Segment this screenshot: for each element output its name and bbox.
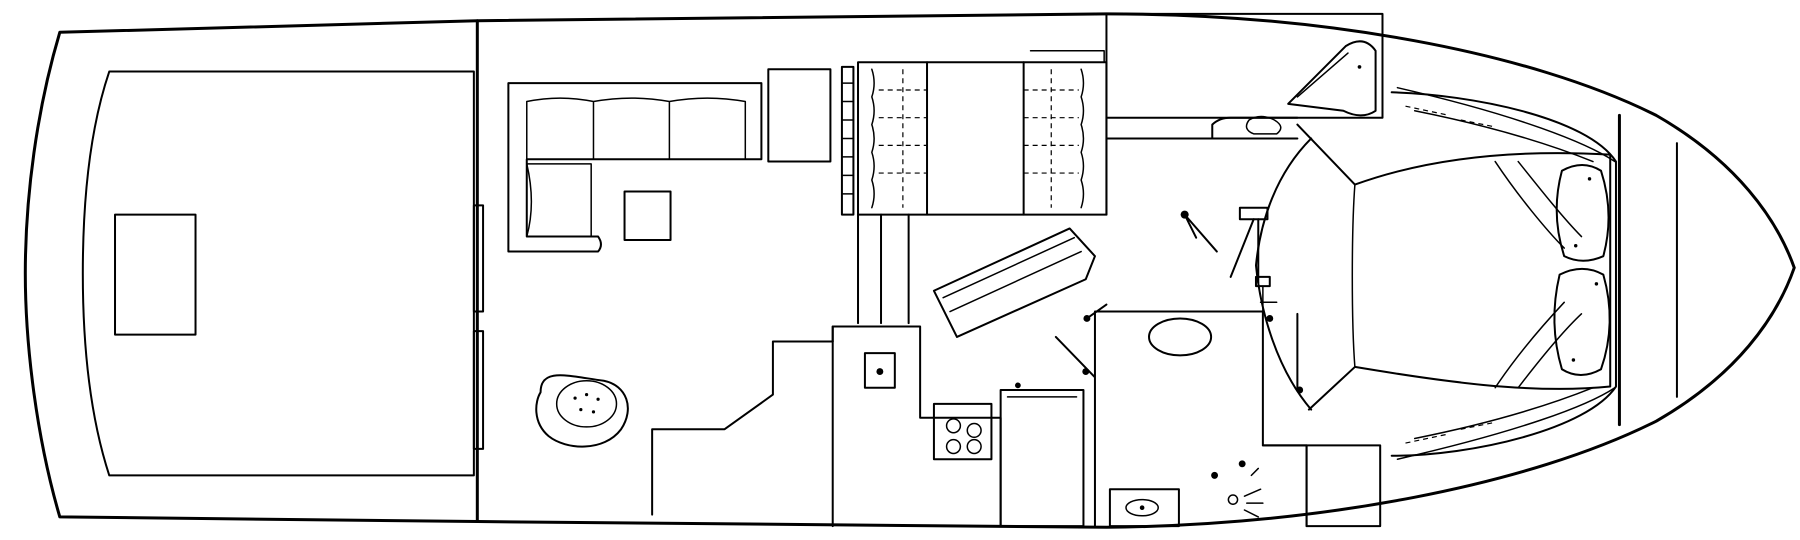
hull	[25, 14, 1794, 527]
dinette	[858, 51, 1106, 215]
berth-pillow-lower	[1554, 269, 1609, 375]
galley-refrigerator	[1001, 390, 1084, 526]
hanging-locker	[1106, 14, 1382, 215]
salon-chair	[536, 375, 628, 446]
doors	[1082, 208, 1304, 394]
galley-stove	[934, 404, 992, 459]
angled-settee	[934, 228, 1095, 336]
galley-sink	[865, 353, 895, 388]
v-berth	[1297, 125, 1610, 410]
galley	[833, 327, 1084, 527]
anchor-locker	[1619, 115, 1677, 424]
berth-pillow-upper	[1557, 165, 1609, 261]
forward-stateroom	[1256, 88, 1616, 526]
companionway	[842, 67, 909, 323]
entertainment-center	[652, 342, 833, 515]
salon-cabinet	[768, 69, 830, 161]
salon-door-track-lower	[474, 331, 483, 449]
salon-door-track-upper	[474, 205, 483, 311]
coffee-table	[625, 192, 671, 240]
head-sink	[1110, 489, 1179, 526]
cockpit-hatch	[115, 215, 196, 335]
cockpit	[83, 21, 483, 522]
l-shaped-sofa	[508, 83, 761, 251]
head-shower-drain	[1149, 318, 1211, 355]
sofa-cushions	[527, 98, 746, 236]
hanger-pillow	[1288, 41, 1375, 115]
head	[1056, 312, 1307, 527]
salon	[508, 69, 832, 514]
